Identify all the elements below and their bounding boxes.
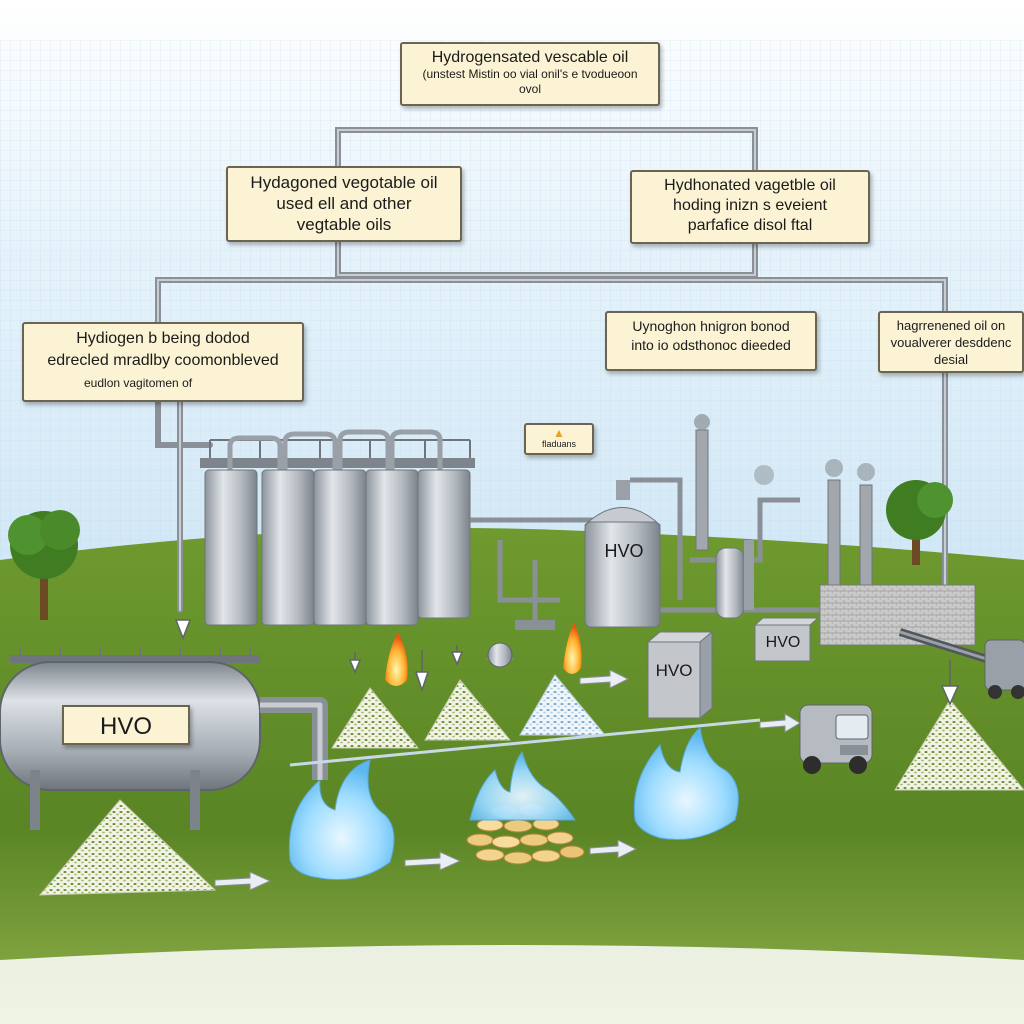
pellet-pile-right — [894, 699, 1024, 791]
label-upper-right-line1: Hydhonated vagetble oil — [664, 177, 836, 194]
label-left-line1: Hydiogen b being dodod — [76, 330, 250, 347]
label-upper-left-line3: vegtable oils — [296, 215, 392, 234]
label-right-line3: desial — [934, 352, 968, 367]
tag-hvo-box-right: HVO — [765, 634, 801, 651]
silo-row — [200, 429, 475, 626]
label-right-line2: voualverer desddenc — [890, 335, 1012, 350]
brick-building — [819, 584, 976, 646]
process-arrows — [214, 669, 801, 891]
tree-right — [886, 480, 953, 565]
hvo-storage-tank — [583, 480, 662, 628]
label-top: Hydrogensated vescable oil (unstest Mist… — [400, 42, 660, 106]
pellet-pile-2 — [424, 679, 512, 741]
label-right: hagrrenened oil on voualverer desddenc d… — [878, 311, 1024, 373]
blue-flame-right — [633, 727, 739, 841]
down-arrows — [174, 619, 960, 706]
conveyor — [898, 628, 992, 664]
fire-flame-right — [563, 622, 582, 674]
label-left: Hydiogen b being dodod edrecled mradlby … — [22, 322, 304, 402]
blue-flame-left — [288, 759, 395, 881]
ground-fade — [0, 945, 1024, 1024]
flow-line — [289, 718, 761, 767]
fire-flame-left — [385, 632, 408, 686]
label-top-line2: (unstest Mistin oo vial onil's e tvodueo… — [422, 67, 638, 81]
label-right-line1: hagrrenened oil on — [896, 318, 1006, 333]
label-center: Uynoghon hnigron bonod into io odsthonoc… — [605, 311, 817, 371]
label-top-line3: ovol — [518, 82, 541, 96]
tag-hvo-main-tank: HVO — [62, 705, 190, 745]
label-upper-right-line2: hoding inizn s eveient — [673, 197, 827, 214]
label-upper-left: Hydagoned vegotable oil used ell and oth… — [226, 166, 462, 242]
process-column — [715, 540, 754, 619]
tree-left — [8, 510, 80, 620]
label-center-line1: Uynoghon hnigron bonod — [632, 318, 790, 334]
hvo-box-center — [646, 630, 714, 720]
label-upper-left-line1: Hydagoned vegotable oil — [250, 173, 438, 192]
tag-hvo-silo: HVO — [604, 541, 644, 561]
label-flame-tag: ▲ fladuans — [524, 423, 594, 455]
truck-right — [984, 639, 1024, 699]
label-upper-right-line3: parfafice disol ftal — [687, 217, 813, 234]
pellet-pile-1 — [331, 687, 420, 749]
delivery-truck — [799, 704, 873, 774]
blue-flame-center — [469, 750, 576, 821]
sky-grid — [0, 40, 1024, 600]
pellet-pile-blue — [519, 674, 607, 736]
label-upper-left-line2: used ell and other — [276, 194, 412, 213]
smoke-stacks — [694, 414, 875, 586]
flame-icon: ▲ — [553, 426, 565, 440]
tag-hvo-box-center: HVO — [655, 661, 693, 680]
hvo-box-right — [753, 617, 820, 662]
down-arrow-stems — [354, 645, 951, 686]
label-left-line3: eudlon vagitomen of — [84, 376, 193, 390]
label-flame-tag-text: fladuans — [541, 439, 577, 449]
label-center-line2: into io odsthonoc dieeded — [631, 337, 791, 353]
label-upper-right: Hydhonated vagetble oil hoding inizn s e… — [630, 170, 870, 244]
label-top-line1: Hydrogensated vescable oil — [431, 49, 629, 66]
pump-unit — [485, 620, 555, 668]
pellet-pile-left — [38, 799, 217, 896]
label-left-line2: edrecled mradlby coomonbleved — [47, 352, 279, 369]
